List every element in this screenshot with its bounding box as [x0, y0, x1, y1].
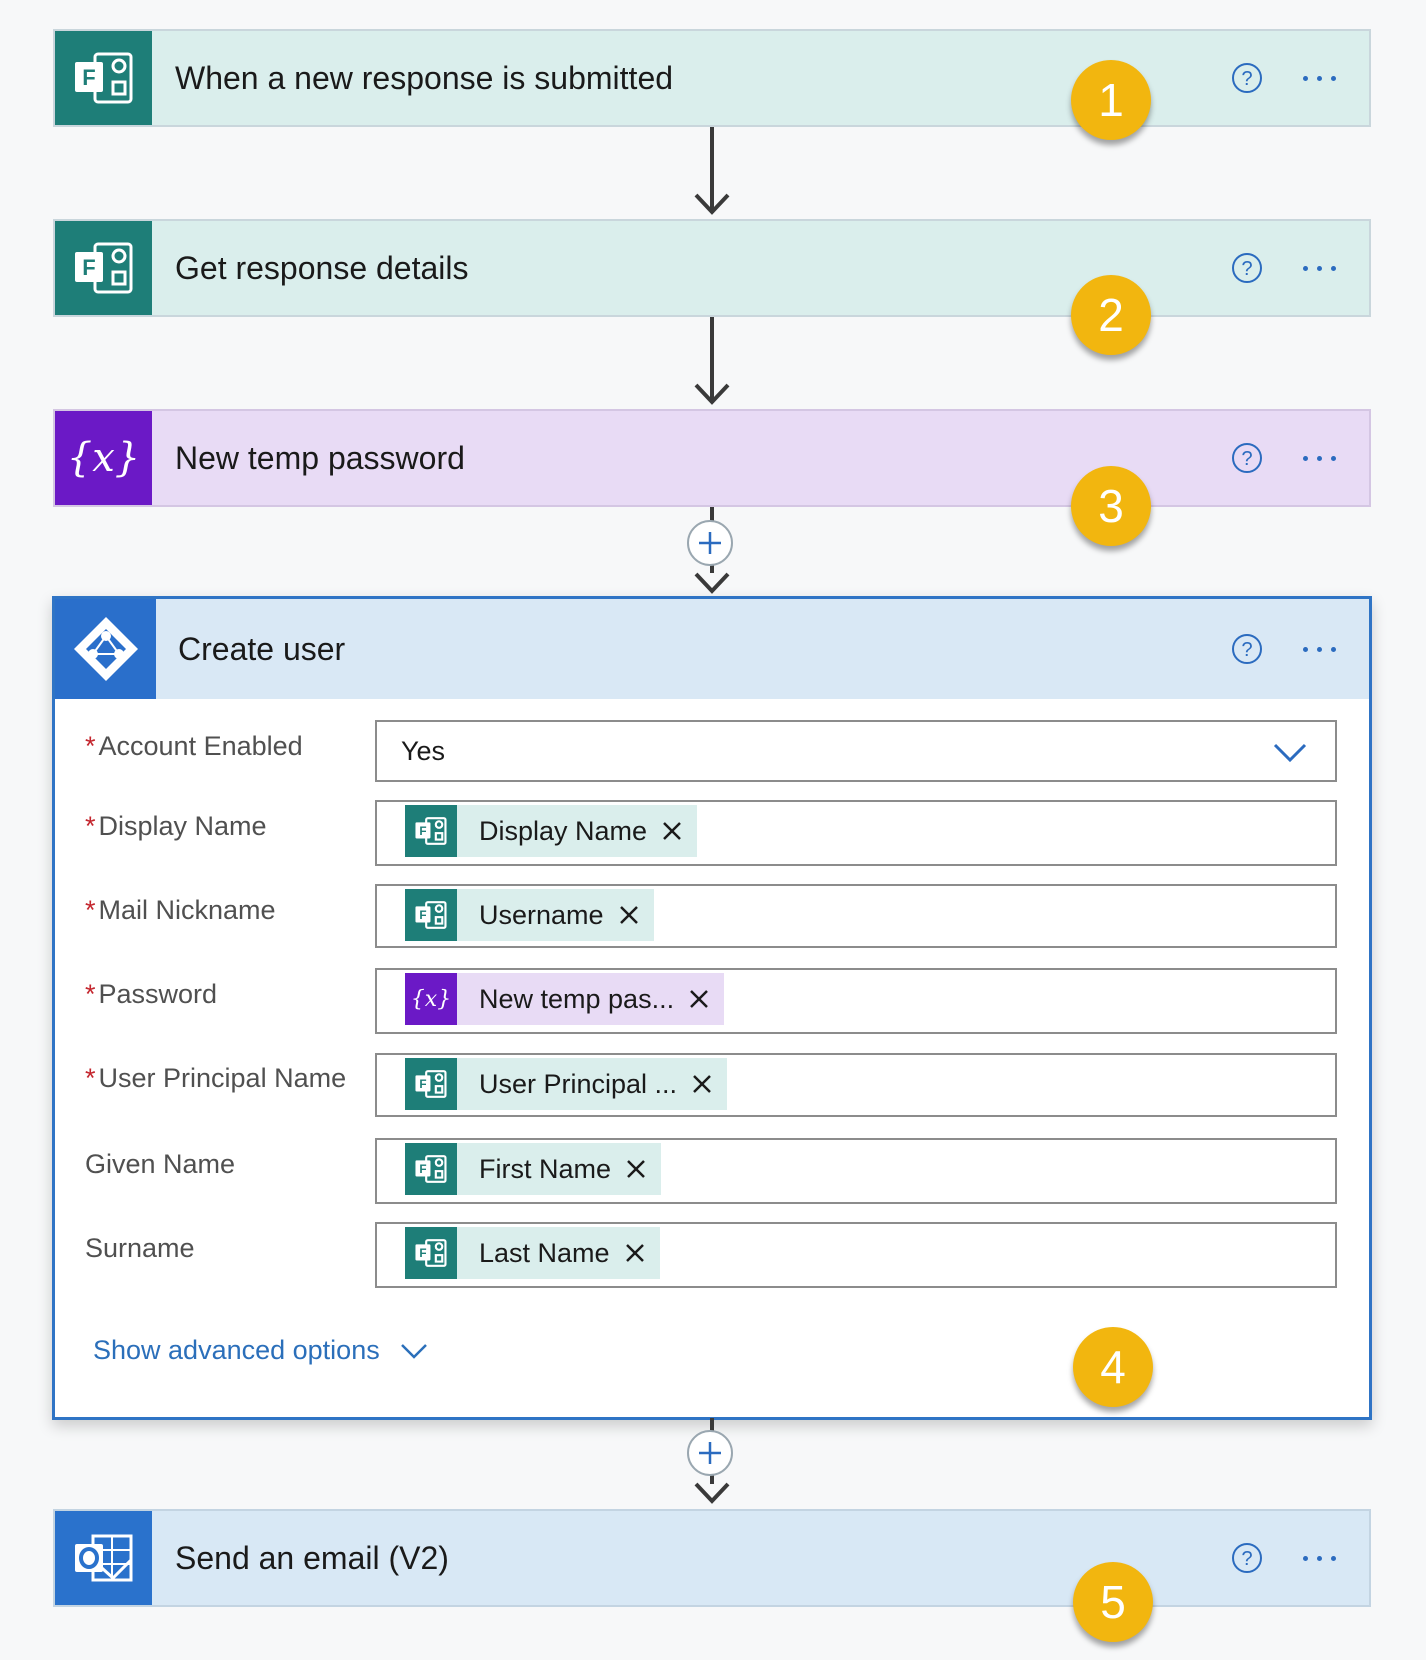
svg-text:F: F [419, 1163, 426, 1176]
dynamic-content-token[interactable]: F First Name [405, 1143, 662, 1195]
forms-icon: F [405, 1143, 457, 1195]
surname-field[interactable]: F Last Name [375, 1222, 1337, 1288]
field-label-mail-nickname: *Mail Nickname [85, 895, 276, 925]
step-title: Get response details [175, 249, 469, 286]
help-icon[interactable]: ? [1231, 1542, 1263, 1574]
arrow-down-icon [694, 383, 730, 405]
help-icon[interactable]: ? [1231, 633, 1263, 665]
dynamic-content-token[interactable]: F Last Name [405, 1227, 660, 1279]
svg-text:?: ? [1241, 258, 1252, 280]
connector-line [710, 317, 714, 403]
chevron-down-icon[interactable] [1273, 742, 1307, 764]
remove-token-icon[interactable] [624, 1242, 646, 1264]
step-badge: 4 [1073, 1327, 1153, 1407]
field-label-password: *Password [85, 979, 218, 1009]
user-principal-name-field[interactable]: F User Principal ... [375, 1053, 1337, 1117]
step-badge: 3 [1071, 466, 1151, 546]
svg-text:F: F [419, 1247, 426, 1260]
chevron-down-icon [400, 1343, 427, 1359]
svg-text:F: F [419, 825, 426, 838]
more-options-icon[interactable] [1303, 75, 1343, 81]
help-icon[interactable]: ? [1231, 442, 1263, 474]
dropdown-value: Yes [401, 736, 446, 766]
create-user-header[interactable]: Create user ? [55, 599, 1369, 699]
field-label-given-name: Given Name [85, 1149, 236, 1179]
azure-ad-icon [55, 599, 156, 699]
connector-line [710, 127, 714, 213]
svg-text:?: ? [1241, 1548, 1252, 1570]
svg-text:?: ? [1241, 448, 1252, 470]
token-label: User Principal ... [479, 1068, 678, 1099]
variable-icon: {x} [55, 411, 152, 505]
svg-text:?: ? [1241, 68, 1252, 90]
more-options-icon[interactable] [1303, 455, 1343, 461]
help-icon[interactable]: ? [1231, 62, 1263, 94]
dynamic-content-token[interactable]: F Display Name [405, 805, 698, 857]
svg-text:F: F [419, 1078, 426, 1091]
token-label: Last Name [479, 1237, 610, 1268]
forms-icon: F [405, 1058, 457, 1110]
variable-icon: {x} [405, 973, 457, 1025]
step-variable-card[interactable]: {x} New temp password ? [53, 409, 1371, 507]
step-send-email-card[interactable]: Send an email (V2) ? [53, 1509, 1371, 1607]
more-options-icon[interactable] [1303, 265, 1343, 271]
step-title: New temp password [175, 439, 465, 476]
dynamic-content-token[interactable]: F Username [405, 889, 654, 941]
account-enabled-dropdown[interactable]: Yes [375, 720, 1337, 782]
step-title: When a new response is submitted [175, 59, 674, 96]
step-trigger-card[interactable]: F When a new response is submitted ? [53, 29, 1371, 127]
mail-nickname-field[interactable]: F Username [375, 884, 1337, 948]
arrow-down-icon [694, 1482, 730, 1504]
forms-icon: F [55, 221, 152, 315]
field-label-surname: Surname [85, 1233, 195, 1263]
remove-token-icon[interactable] [625, 1158, 647, 1180]
remove-token-icon[interactable] [691, 1073, 713, 1095]
more-options-icon[interactable] [1303, 1555, 1343, 1561]
advanced-options-label: Show advanced options [93, 1335, 380, 1365]
display-name-field[interactable]: F Display Name [375, 800, 1337, 866]
forms-icon: F [55, 31, 152, 125]
arrow-down-icon [694, 193, 730, 215]
step-get-response-card[interactable]: F Get response details ? [53, 219, 1371, 317]
plus-icon [699, 1442, 721, 1464]
svg-text:?: ? [1241, 639, 1252, 661]
outlook-icon [55, 1511, 152, 1605]
svg-text:F: F [419, 909, 426, 922]
add-step-button[interactable] [687, 520, 733, 566]
remove-token-icon[interactable] [661, 820, 683, 842]
dynamic-content-token[interactable]: F User Principal ... [405, 1058, 728, 1110]
forms-icon: F [405, 889, 457, 941]
step-title: Send an email (V2) [175, 1539, 449, 1576]
forms-icon: F [405, 1227, 457, 1279]
plus-icon [699, 532, 721, 554]
svg-text:F: F [82, 65, 95, 90]
forms-icon: F [405, 805, 457, 857]
step-badge: 2 [1071, 275, 1151, 355]
create-user-card[interactable]: Create user ? *Account Enabled Yes *Disp… [52, 596, 1372, 1420]
remove-token-icon[interactable] [688, 988, 710, 1010]
more-options-icon[interactable] [1303, 646, 1343, 652]
password-field[interactable]: {x} New temp pas... [375, 968, 1337, 1034]
token-label: Username [479, 899, 604, 930]
step-title: Create user [178, 630, 346, 667]
token-label: First Name [479, 1153, 612, 1184]
dynamic-content-token[interactable]: {x} New temp pas... [405, 973, 725, 1025]
show-advanced-options-link[interactable]: Show advanced options [93, 1335, 428, 1366]
field-label-display-name: *Display Name [85, 811, 267, 841]
given-name-field[interactable]: F First Name [375, 1138, 1337, 1204]
field-label-account-enabled: *Account Enabled [85, 731, 303, 761]
step-badge: 5 [1073, 1562, 1153, 1642]
remove-token-icon[interactable] [618, 904, 640, 926]
field-label-user-principal-name: *User Principal Name [85, 1063, 347, 1093]
token-label: Display Name [479, 815, 648, 846]
arrow-down-icon [694, 572, 730, 594]
add-step-button[interactable] [687, 1430, 733, 1476]
help-icon[interactable]: ? [1231, 252, 1263, 284]
step-badge: 1 [1071, 60, 1151, 140]
token-label: New temp pas... [479, 983, 675, 1014]
svg-text:F: F [82, 255, 95, 280]
